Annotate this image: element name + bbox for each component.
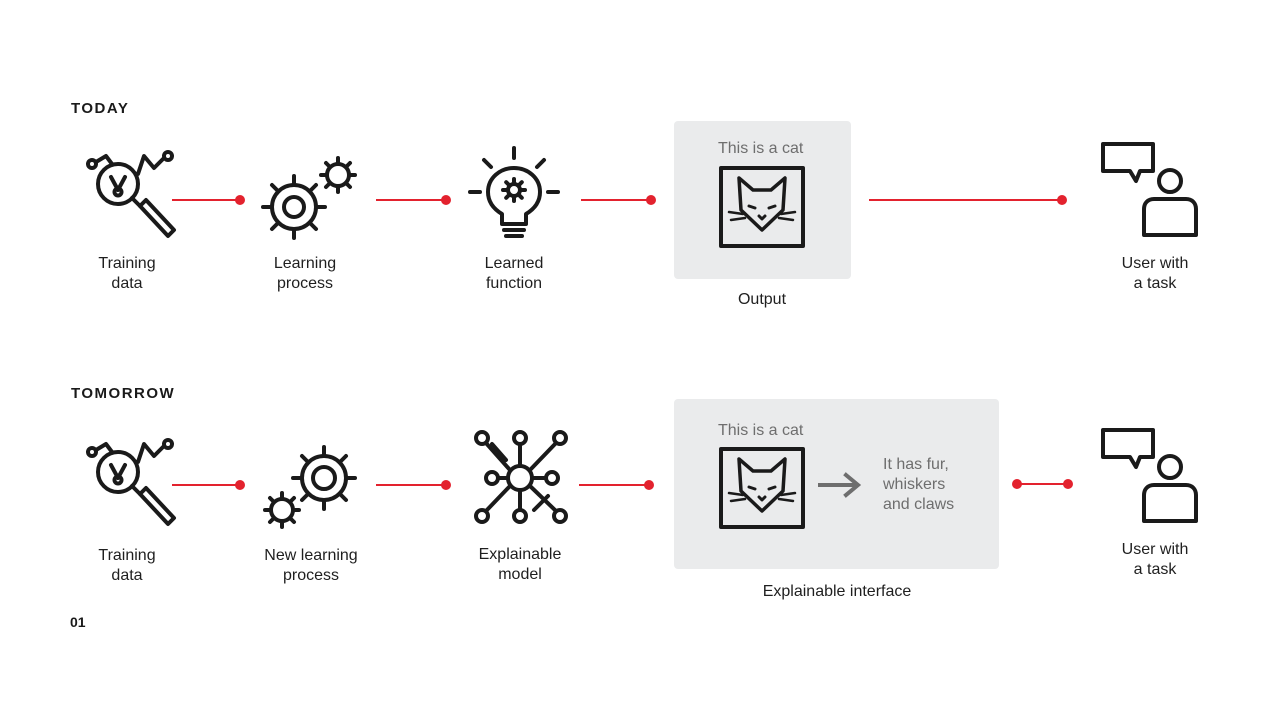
- label-training-data-tomorrow: Training data: [98, 547, 156, 584]
- output-caption: This is a cat: [718, 140, 804, 157]
- gears-icon: [262, 444, 362, 530]
- cat-icon: [719, 447, 805, 529]
- arrow-right-icon: [818, 472, 862, 498]
- label-explainable-interface: Explainable interface: [762, 583, 912, 600]
- label-explainable-model: Explainable model: [478, 546, 562, 583]
- label-new-learning-process: New learning process: [264, 547, 358, 584]
- cat-icon: [719, 166, 805, 248]
- connector-tomorrow-1: [172, 484, 240, 486]
- label-learned-function: Learned function: [484, 255, 544, 292]
- connector-today-3: [581, 199, 651, 201]
- output-caption: This is a cat: [718, 422, 804, 439]
- label-training-data-today: Training data: [98, 255, 156, 292]
- page-number: 01: [70, 614, 86, 630]
- section-title-tomorrow: TOMORROW: [71, 385, 176, 402]
- connector-dot: [1063, 479, 1073, 489]
- training-data-icon: [82, 436, 178, 532]
- explanation-text: It has fur, whiskers and claws: [883, 456, 955, 513]
- connector-today-4: [869, 199, 1062, 201]
- label-output: Output: [737, 291, 787, 308]
- user-chat-icon: [1100, 427, 1198, 525]
- section-title-today: TODAY: [71, 100, 130, 117]
- gears-icon: [260, 155, 360, 243]
- output-panel: [674, 121, 851, 279]
- connector-today-2: [376, 199, 446, 201]
- connector-dot: [441, 480, 451, 490]
- network-model-icon: [472, 430, 568, 524]
- connector-dot: [235, 480, 245, 490]
- connector-tomorrow-2: [376, 484, 446, 486]
- connector-dot: [1057, 195, 1067, 205]
- user-chat-icon: [1100, 141, 1198, 239]
- connector-tomorrow-3: [579, 484, 649, 486]
- connector-tomorrow-4: [1017, 483, 1068, 485]
- connector-dot: [441, 195, 451, 205]
- training-data-icon: [82, 148, 178, 244]
- connector-dot: [235, 195, 245, 205]
- connector-today-1: [172, 199, 240, 201]
- label-user-tomorrow: User with a task: [1121, 541, 1189, 578]
- label-learning-process-today: Learning process: [273, 255, 337, 292]
- connector-dot: [644, 480, 654, 490]
- label-user-today: User with a task: [1121, 255, 1189, 292]
- lightbulb-icon: [466, 146, 562, 242]
- connector-dot: [646, 195, 656, 205]
